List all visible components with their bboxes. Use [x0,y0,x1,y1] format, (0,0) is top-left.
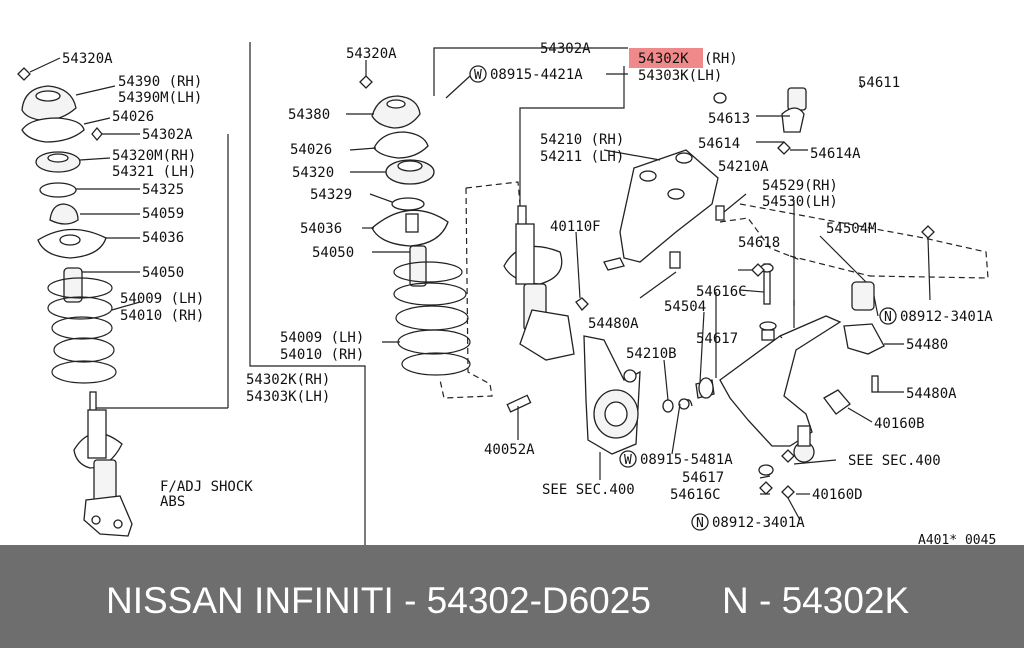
label-54026: 54026 [112,109,154,125]
label-54613: 54613 [708,111,750,127]
label-diagram-code: A401* 0045 [918,533,996,545]
label-54010-rh-mid: 54010 (RH) [280,347,364,363]
label-abs: ABS [160,494,185,510]
label-54380: 54380 [288,107,330,123]
label-54302a: 54302A [142,127,193,143]
label-54210b: 54210B [626,346,677,362]
label-54480a-right: 54480A [906,386,957,402]
label-54616c-top: 54616C [696,284,747,300]
label-54390m-lh: 54390M(LH) [118,90,202,106]
label-54325: 54325 [142,182,184,198]
label-54617-top: 54617 [696,331,738,347]
part-labels: 54320A 54390 (RH) 54390M(LH) 54026 54302… [62,41,996,548]
label-54302k-rh-suffix: (RH) [704,51,738,67]
label-54302k-highlight: 54302K [638,51,689,67]
label-54036-mid: 54036 [300,221,342,237]
circle-mark-n2: N [696,516,704,531]
highlight-box [629,48,703,68]
washer-mark-2 [619,450,637,468]
nut-mark-2 [691,513,709,531]
label-08915-5481a: 08915-5481A [640,452,733,468]
diagram-canvas: 54320A 54390 (RH) 54390M(LH) 54026 54302… [17,41,1005,548]
label-54320m-rh: 54320M(RH) [112,148,196,164]
label-see-sec400-left: SEE SEC.400 [542,482,635,498]
label-54320a-mid: 54320A [346,46,397,62]
label-54504m: 54504M [826,221,877,237]
label-08915-4421a: 08915-4421A [490,67,583,83]
label-54211-lh: 54211 (LH) [540,149,624,165]
middle-strut-assembly [346,60,471,376]
label-54026-mid: 54026 [290,142,332,158]
center-strut-knuckle [503,205,641,480]
oem-part-code: N - 54302K [722,580,910,621]
label-40160b: 40160B [874,416,925,432]
label-54614: 54614 [698,136,740,152]
label-54320-mid: 54320 [292,165,334,181]
label-40052a: 40052A [484,442,535,458]
label-54504: 54504 [664,299,706,315]
label-40160d: 40160D [812,487,863,503]
washer-mark-1 [469,65,487,83]
label-54050-mid: 54050 [312,245,354,261]
label-54320a: 54320A [62,51,113,67]
crossmember-bracket [603,149,747,299]
label-08912-3401a-top: 08912-3401A [900,309,993,325]
label-40110f: 40110F [550,219,601,235]
label-54321-lh: 54321 (LH) [112,164,196,180]
label-54009-lh-mid: 54009 (LH) [280,330,364,346]
label-54303k-lh: 54303K(LH) [246,389,330,405]
part-info-banner: NISSAN INFINITI - 54302-D6025 N - 54302K [0,545,1024,648]
label-54210a: 54210A [718,159,769,175]
label-54617-bottom: 54617 [682,470,724,486]
nut-mark-1 [879,307,897,325]
label-54616c-bottom: 54616C [670,487,721,503]
label-54050: 54050 [142,265,184,281]
brand-part-number: NISSAN INFINITI - 54302-D6025 [106,580,651,621]
label-54302a-top: 54302A [540,41,591,57]
left-strut-assembly [17,57,228,537]
label-54390-rh: 54390 (RH) [118,74,202,90]
label-54614a: 54614A [810,146,861,162]
stabilizer-bar [713,65,1005,301]
circle-mark-w2: W [624,453,632,468]
lower-arm [662,200,904,521]
label-54529-rh: 54529(RH) [762,178,838,194]
label-54530-lh: 54530(LH) [762,194,838,210]
label-54009-lh: 54009 (LH) [120,291,204,307]
label-54302k-rh: 54302K(RH) [246,372,330,388]
circle-mark-w1: W [474,68,482,83]
label-54480: 54480 [906,337,948,353]
label-54010-rh: 54010 (RH) [120,308,204,324]
label-54618: 54618 [738,235,780,251]
label-54059: 54059 [142,206,184,222]
label-08912-3401a-bottom: 08912-3401A [712,515,805,531]
label-see-sec400-right: SEE SEC.400 [848,453,941,469]
label-54611: 54611 [858,75,900,91]
label-54329: 54329 [310,187,352,203]
label-54036: 54036 [142,230,184,246]
label-54303k-lh-top: 54303K(LH) [638,68,722,84]
label-54210-rh: 54210 (RH) [540,132,624,148]
label-f-adj-shock: F/ADJ SHOCK [160,479,253,495]
circle-mark-n1: N [884,310,892,325]
label-54480a: 54480A [588,316,639,332]
